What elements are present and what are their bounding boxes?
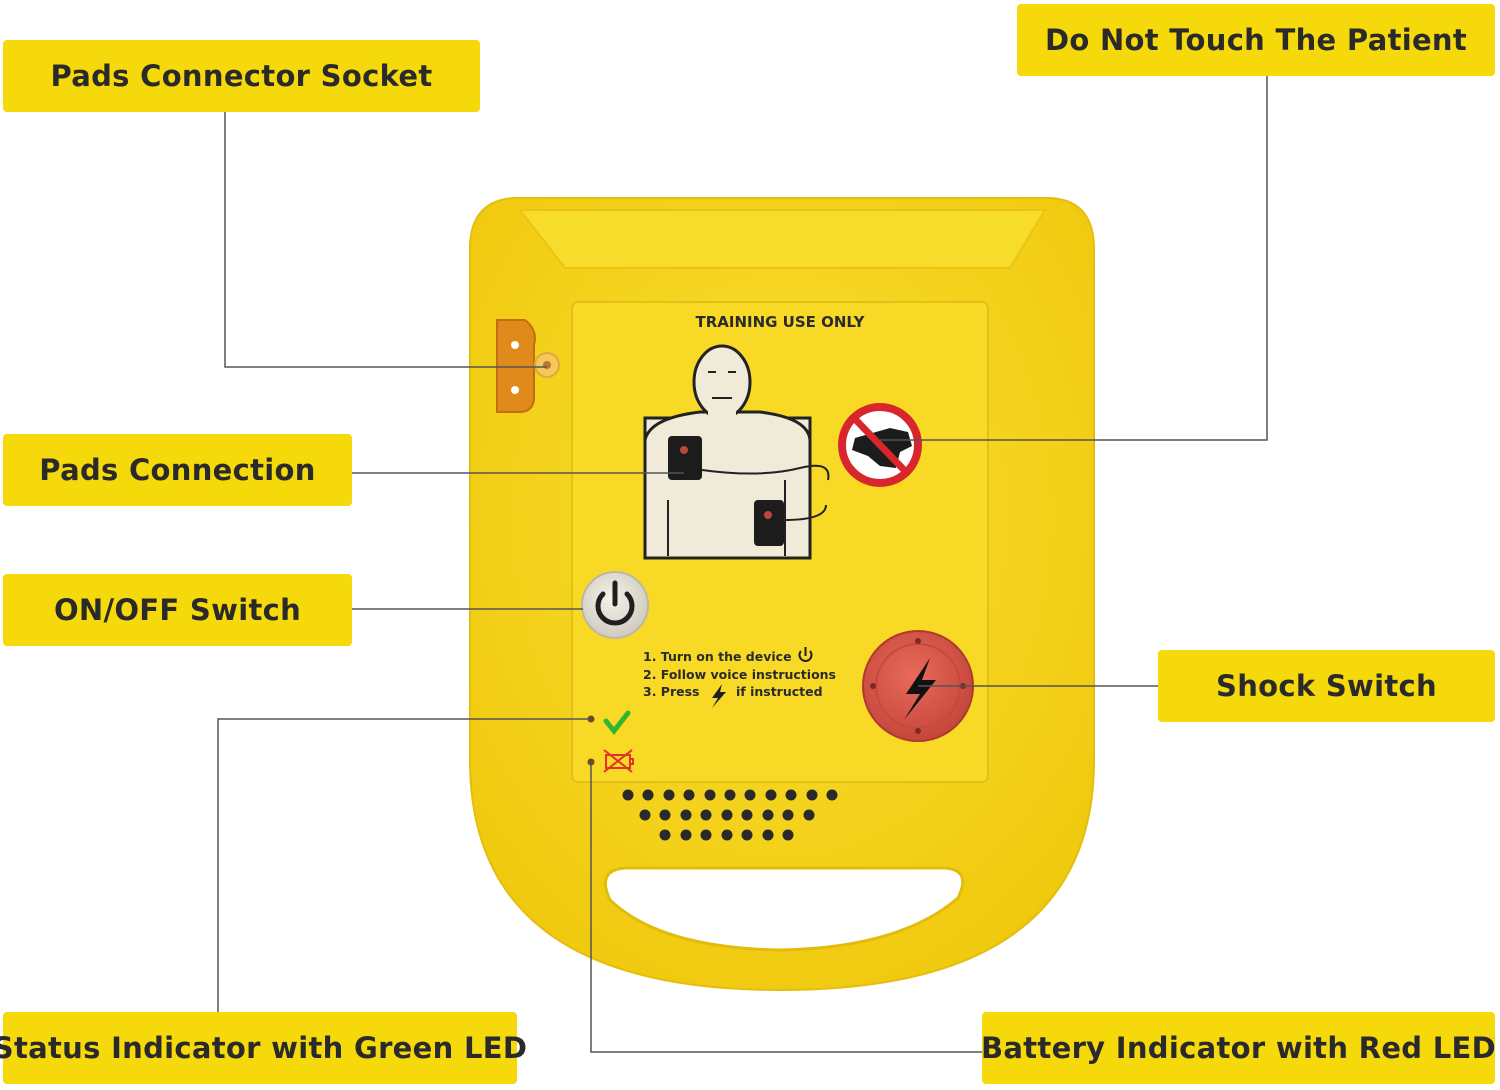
battery-warning-icon: [603, 749, 634, 773]
instruction-2: 2. Follow voice instructions: [643, 667, 836, 682]
power-button[interactable]: [581, 571, 649, 639]
label-pads-connection: Pads Connection: [3, 434, 352, 506]
label-pads-connector-socket: Pads Connector Socket: [3, 40, 480, 112]
pads-connector-socket[interactable]: [496, 319, 560, 413]
no-touch-icon: [838, 403, 922, 487]
instruction-3-instructed: if instructed: [736, 684, 823, 699]
device-top-bevel: [517, 209, 1047, 269]
lightning-bolt-icon: [904, 658, 936, 720]
torso-illustration: [643, 344, 830, 560]
label-status-indicator: Status Indicator with Green LED: [0, 1012, 527, 1084]
instruction-3-press: 3. Press: [643, 684, 699, 699]
small-power-icon: [798, 647, 813, 662]
panel-title: TRAINING USE ONLY: [695, 313, 865, 331]
carry-handle[interactable]: [604, 866, 965, 952]
label-do-not-touch-patient: Do Not Touch The Patient: [1017, 4, 1495, 76]
power-icon: [595, 580, 635, 626]
speaker-grille: [622, 789, 838, 841]
instruction-1: 1. Turn on the device: [643, 649, 792, 664]
check-icon: [603, 710, 631, 736]
leader-lines: [217, 74, 1268, 1053]
label-battery-indicator: Battery Indicator with Red LED: [981, 1012, 1496, 1084]
small-lightning-icon: [712, 684, 726, 708]
label-shock-switch: Shock Switch: [1158, 650, 1495, 722]
label-on-off-switch: ON/OFF Switch: [3, 574, 352, 646]
